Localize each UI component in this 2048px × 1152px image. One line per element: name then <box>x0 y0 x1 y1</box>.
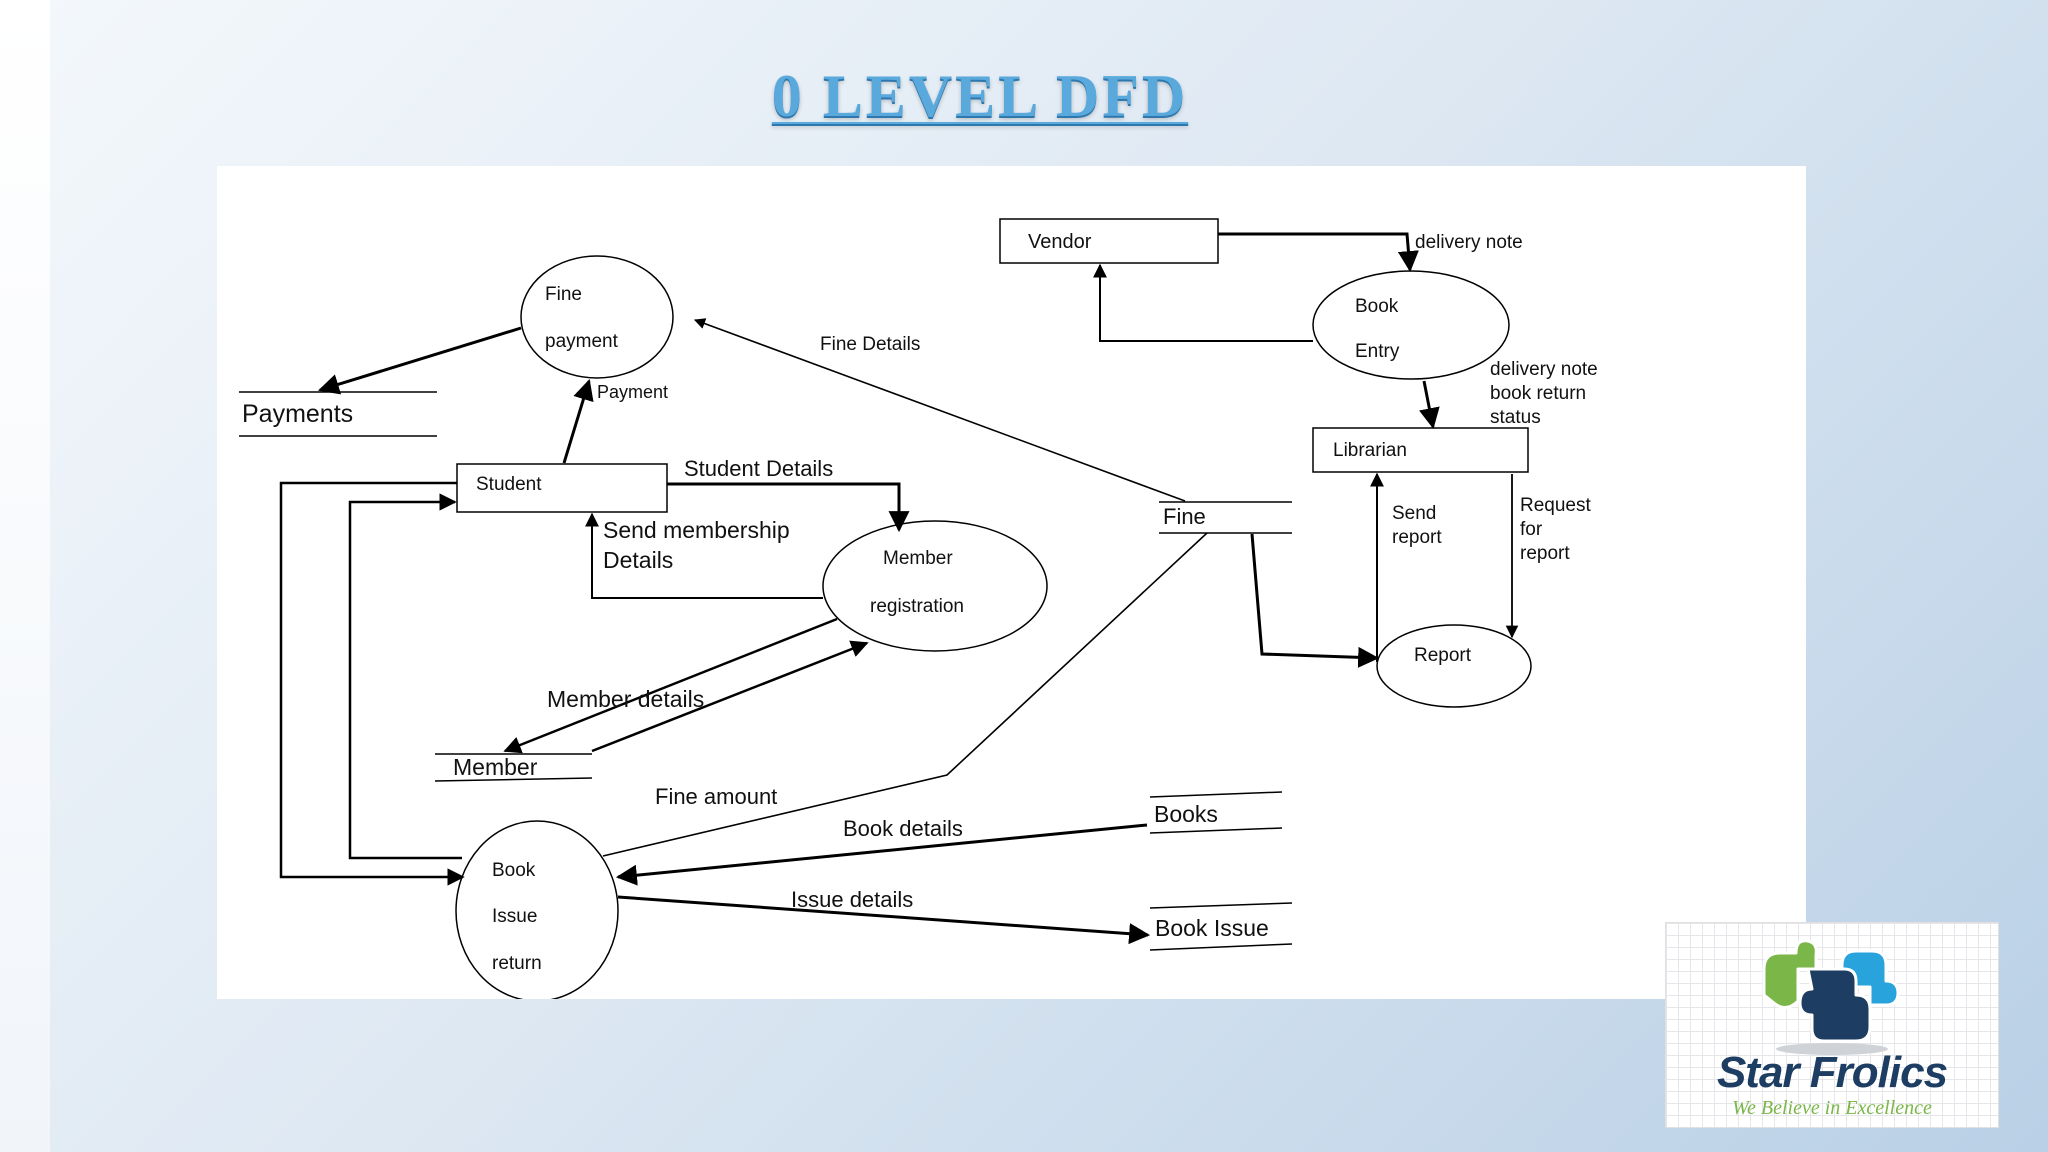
flow-line-book-details <box>615 823 1148 886</box>
process-report: Report <box>1376 624 1532 708</box>
flow-line-entry-to-vendor <box>1093 263 1313 342</box>
flow-line-issue-details <box>617 895 1151 945</box>
flow-line-registration-to-member <box>503 617 838 754</box>
process-label: Book <box>1355 296 1399 317</box>
store-label: Book Issue <box>1155 915 1269 941</box>
flow-label-delivery-note: delivery note <box>1415 232 1523 253</box>
store-member: Member <box>434 753 593 782</box>
process-book-issue-return: Book Issue return <box>455 820 619 999</box>
flow-line-delivery-note <box>1218 232 1419 273</box>
flow-label-fine-details: Fine Details <box>820 334 920 355</box>
flow-label-member-details: Member details <box>547 686 704 712</box>
flow-line-to-librarian <box>1419 380 1440 430</box>
store-fine: Fine <box>1159 501 1292 534</box>
flow-line-fine-details <box>693 318 1186 502</box>
puzzle-logo-icon <box>1762 939 1900 1055</box>
flow-label-payment: Payment <box>597 382 668 402</box>
flow-label-issue-details: Issue details <box>791 887 913 912</box>
process-label: Report <box>1414 645 1472 666</box>
flow-label-send-membership: Send membership Details <box>603 517 796 573</box>
store-book-issue: Book Issue <box>1149 902 1293 951</box>
flow-line-student-to-issue <box>279 481 465 886</box>
flow-line-member-to-registration <box>591 640 869 753</box>
flow-label-request-for-report: Request for report <box>1520 495 1596 564</box>
flow-line-to-payments <box>317 326 522 395</box>
entity-label: Librarian <box>1333 440 1407 461</box>
star-frolics-logo: Star Frolics We Believe in Excellence <box>1665 922 1999 1128</box>
process-label: Issue <box>492 906 537 927</box>
process-label: payment <box>545 331 619 352</box>
process-label: Fine <box>545 284 582 305</box>
left-accent-strip <box>0 0 50 1152</box>
process-label: return <box>492 953 542 974</box>
process-member-registration: Member registration <box>822 520 1048 652</box>
flow-label-send-report: Send report <box>1392 503 1442 548</box>
process-label: Book <box>492 860 536 881</box>
dfd-diagram: Fine payment Book Entry Member registrat… <box>217 166 1806 999</box>
logo-tagline: We Believe in Excellence <box>1732 1097 1932 1119</box>
flow-line-issue-to-student <box>348 493 462 860</box>
store-payments: Payments <box>239 391 437 437</box>
entity-label: Vendor <box>1028 231 1092 253</box>
process-label: Entry <box>1355 341 1400 362</box>
slide-title: 0 LEVEL DFD <box>771 63 1189 129</box>
entity-label: Student <box>476 474 542 495</box>
logo-name: Star Frolics <box>1716 1048 1948 1097</box>
entity-vendor: Vendor <box>999 218 1219 264</box>
flow-label-fine-amount: Fine amount <box>655 784 777 809</box>
process-label: registration <box>870 596 964 617</box>
store-label: Member <box>453 754 538 780</box>
flow-label-delivery-note-status: delivery note book return status <box>1490 359 1603 428</box>
flow-line-student-details <box>667 482 910 533</box>
process-book-entry: Book Entry <box>1312 270 1510 380</box>
process-label: Member <box>883 548 953 569</box>
flow-line-fine-to-report <box>1250 533 1380 668</box>
flow-line-send-membership <box>585 512 823 599</box>
flow-label-student-details: Student Details <box>684 456 833 481</box>
store-label: Books <box>1154 801 1218 827</box>
flow-label-book-details: Book details <box>843 816 963 841</box>
store-books: Books <box>1149 791 1283 834</box>
store-label: Payments <box>242 400 353 428</box>
entity-student: Student <box>456 463 668 513</box>
flow-line-fine-amount <box>602 532 1208 857</box>
flow-line-payment <box>562 378 594 464</box>
entity-librarian: Librarian <box>1312 427 1529 473</box>
store-label: Fine <box>1163 504 1206 529</box>
process-fine-payment: Fine payment <box>520 255 674 379</box>
